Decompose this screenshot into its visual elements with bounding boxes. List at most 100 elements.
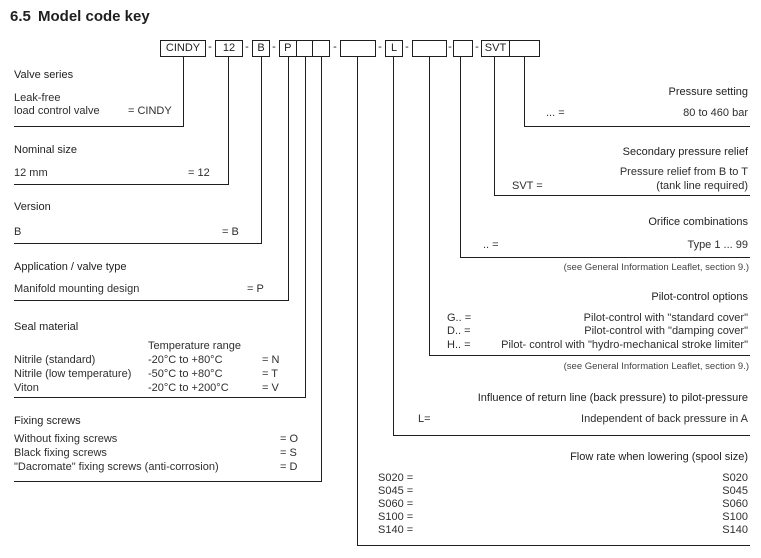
dash-separator: - [475,41,479,53]
section-note: (see General Information Leaflet, sectio… [563,361,749,372]
code-box-orifice [453,40,473,57]
connector-horizontal [14,243,262,244]
code-box-type-seal-screw: P [279,40,330,57]
connector-vertical [494,57,495,195]
row-code: G.. = [447,312,472,324]
connector-vertical [261,57,262,243]
row-description: Pilot-control with "standard cover" [583,312,748,324]
row-description: S100 [722,511,748,523]
section-heading-orifice-combinations: Orifice combinations [648,216,748,228]
row-temperature: -50°C to +80°C [148,368,223,380]
row-code: = B [222,226,239,238]
section-heading-pilot-control-options: Pilot-control options [651,291,748,303]
row-label: Viton [14,382,39,394]
row-code: S045 = [378,485,414,497]
dash-separator: - [448,41,452,53]
connector-vertical [393,57,394,435]
connector-vertical [357,57,358,545]
row-code: = CINDY [128,105,172,117]
row-description: Pressure relief from B to T [619,166,748,178]
section-heading-valve-series: Valve series [14,69,74,81]
section-number: 6.5 [10,8,31,25]
row-description: (tank line required) [656,180,748,192]
connector-horizontal [524,126,750,127]
row-code: D.. = [447,325,471,337]
row-temperature: -20°C to +200°C [148,382,229,394]
connector-horizontal [393,435,750,436]
connector-horizontal [357,545,750,546]
row-label: Nitrile (standard) [14,354,96,366]
code-box-series: CINDY [160,40,206,57]
row-code: S060 = [378,498,414,510]
row-code: = O [280,433,299,445]
code-cell [341,41,375,56]
section-heading-application: Application / valve type [14,261,127,273]
code-box-back-pressure: L [385,40,403,57]
dash-separator: - [405,41,409,53]
row-temperature: -20°C to +80°C [148,354,223,366]
row-code: = D [280,461,298,473]
connector-horizontal [14,481,322,482]
dash-separator: - [272,41,276,53]
connector-vertical [429,57,430,355]
code-cell [312,41,329,56]
row-label: Without fixing screws [14,433,118,445]
row-label: Black fixing screws [14,447,107,459]
dash-separator: - [333,41,337,53]
connector-vertical [321,57,322,481]
row-label: 12 mm [14,167,48,179]
row-description: Independent of back pressure in A [581,413,748,425]
row-label: Manifold mounting design [14,283,140,295]
row-code: = T [262,368,279,380]
section-heading-pressure-setting: Pressure setting [668,86,748,98]
row-label: B [14,226,22,238]
code-box-version: B [252,40,270,57]
section-heading-secondary-pressure-relief: Secondary pressure relief [622,146,748,158]
dash-separator: - [208,41,212,53]
row-code: = V [262,382,279,394]
code-cell: SVT [484,42,507,54]
connector-vertical [288,57,289,300]
row-description: 80 to 460 bar [683,107,748,119]
column-header-temperature-range: Temperature range [148,340,241,352]
row-description: S020 [722,472,748,484]
connector-horizontal [14,397,306,398]
section-heading-return-line-influence: Influence of return line (back pressure)… [477,392,748,404]
code-cell [509,41,539,56]
connector-vertical [460,57,461,257]
code-cell: P [284,42,292,54]
connector-horizontal [14,126,184,127]
connector-vertical [524,57,525,126]
row-label: load control valve [14,105,100,117]
row-code: .. = [483,239,499,251]
connector-vertical [305,57,306,397]
row-code: = 12 [188,167,210,179]
connector-horizontal [14,300,289,301]
row-code: SVT = [512,180,543,192]
code-cell: 12 [222,42,236,54]
section-heading-flow-rate: Flow rate when lowering (spool size) [570,451,748,463]
row-description: Pilot-control with "damping cover" [584,325,748,337]
row-description: S140 [722,524,748,536]
code-box-pilot-control [412,40,447,57]
connector-horizontal [14,184,229,185]
row-code: S020 = [378,472,414,484]
row-description: Type 1 ... 99 [687,239,748,251]
row-code: ... = [546,107,565,119]
connector-horizontal [494,195,750,196]
row-code: S140 = [378,524,414,536]
code-cell [295,41,313,56]
code-box-nominal-size: 12 [215,40,243,57]
code-cell: L [390,42,398,54]
row-code: = S [280,447,297,459]
connector-vertical [183,57,184,126]
code-cell: B [257,42,265,54]
section-heading-seal-material: Seal material [14,321,79,333]
section-heading-fixing-screws: Fixing screws [14,415,81,427]
row-description: S045 [722,485,748,497]
row-code: = P [247,283,264,295]
connector-vertical [228,57,229,184]
code-box-pressure: SVT [481,40,540,57]
code-box-flow-rate [340,40,376,57]
row-code: L= [418,413,431,425]
